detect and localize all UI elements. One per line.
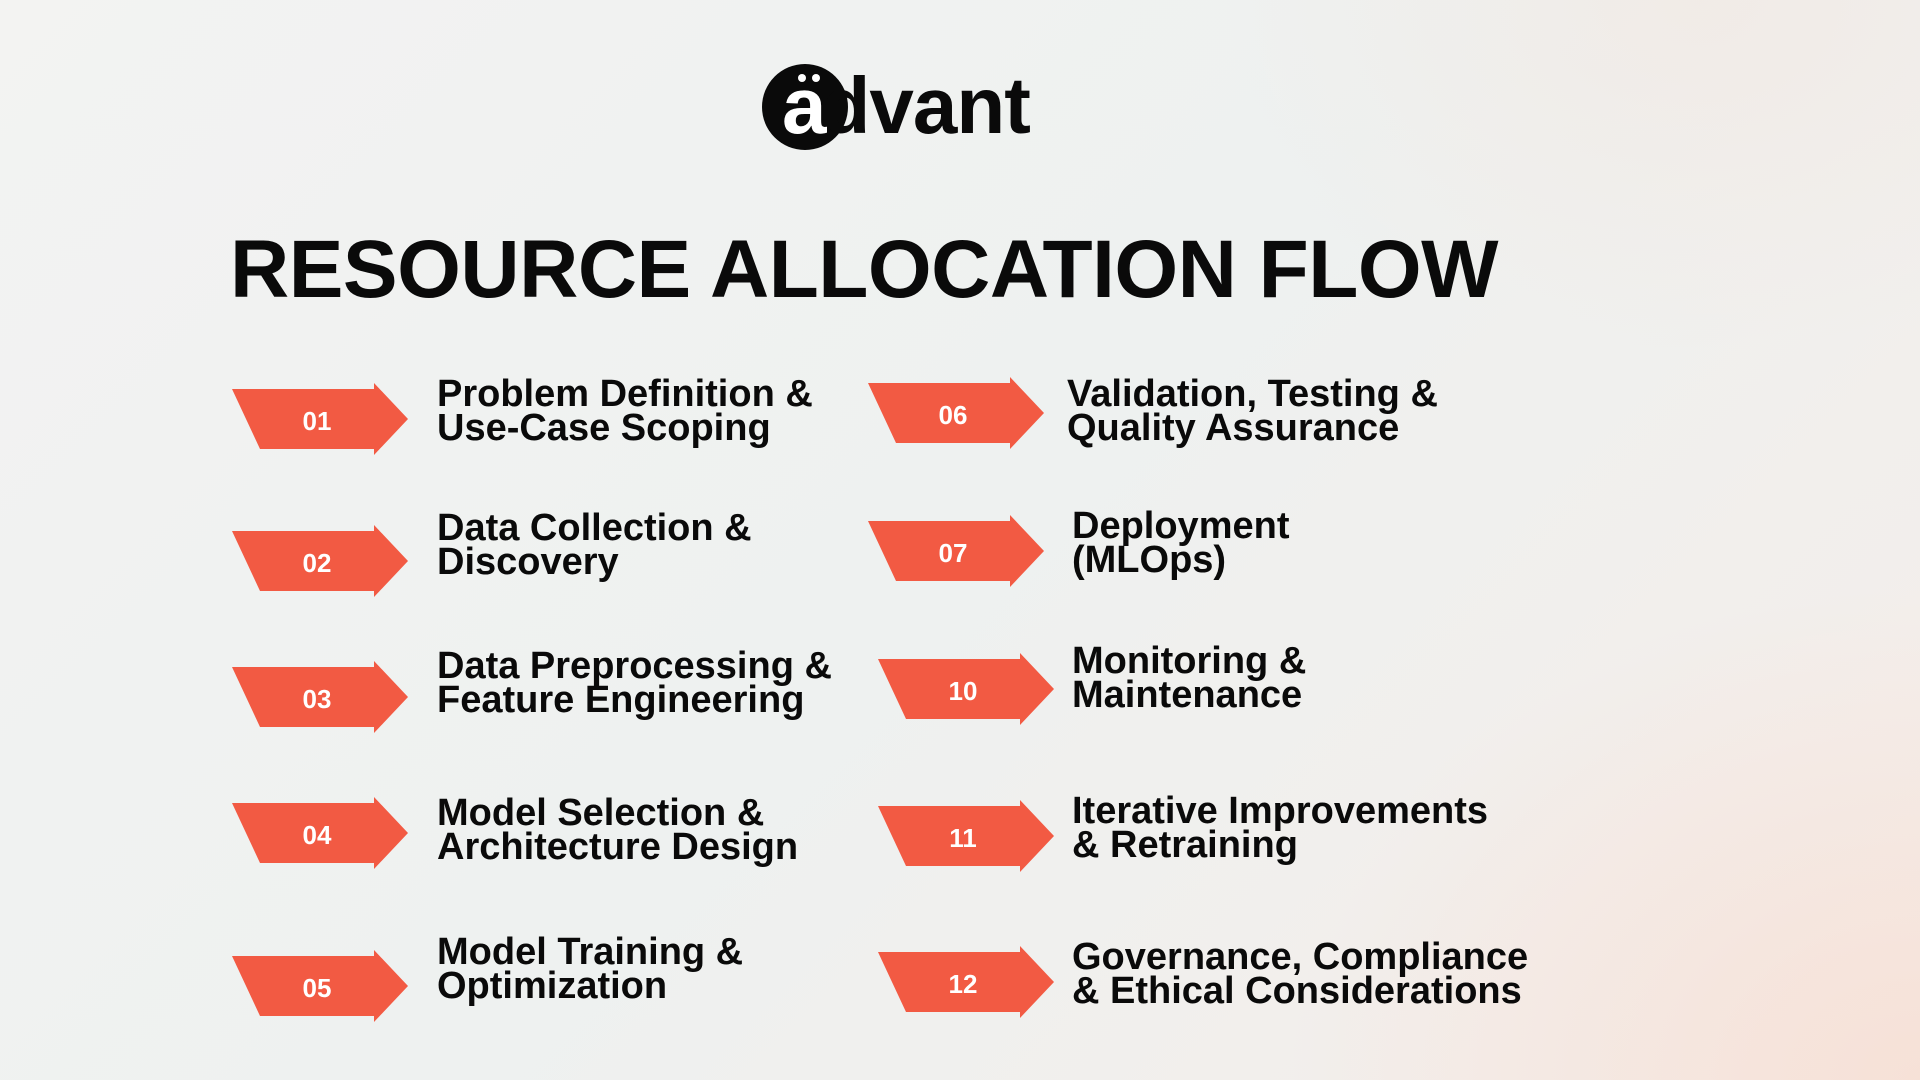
step-label-line-1: Deployment [1072,505,1290,547]
step-number: 06 [938,400,968,430]
step-label: Iterative Improvements& Retraining [1072,790,1489,866]
step-label-line-1: Data Collection & [437,507,752,549]
arrow-icon: 05 [232,950,412,1026]
arrow-icon: 01 [232,383,412,459]
step-label-line-2: Use-Case Scoping [437,407,771,449]
logo-wordmark: advant [782,61,1031,150]
step-label: Governance, Compliance& Ethical Consider… [1072,936,1529,1012]
step-label-line-1: Validation, Testing & [1067,373,1438,415]
step-label-line-2: Quality Assurance [1067,407,1400,449]
step-label-line-1: Monitoring & [1072,640,1307,682]
step-label-line-2: Feature Engineering [437,679,805,721]
arrow-icon: 11 [878,800,1058,876]
step-number: 12 [948,969,978,999]
step-label: Monitoring &Maintenance [1072,640,1307,716]
arrow-icon: 02 [232,525,412,601]
step-label-line-2: Maintenance [1072,674,1303,716]
arrow-icon: 04 [232,797,412,873]
step-label-line-1: Iterative Improvements [1072,790,1489,832]
step-label-line-2: (MLOps) [1072,539,1227,581]
arrow-icon: 03 [232,661,412,737]
step-label-line-1: Data Preprocessing & [437,645,832,687]
logo: advant [762,61,1062,152]
step-number: 02 [302,548,332,578]
step-label-line-1: Model Training & [437,931,744,973]
step-label-line-1: Governance, Compliance [1072,936,1529,978]
step-label: Model Training &Optimization [437,931,744,1007]
step-label: Data Collection &Discovery [437,507,752,583]
step-number: 07 [938,538,968,568]
step-label: Data Preprocessing &Feature Engineering [437,645,832,721]
logo-dots-icon [798,74,824,84]
step-label-line-2: Optimization [437,965,668,1007]
step-label: Model Selection &Architecture Design [437,792,799,868]
step-label: Validation, Testing &Quality Assurance [1067,373,1438,449]
page-title: RESOURCE ALLOCATION FLOW [230,224,1499,315]
step-number: 05 [302,973,332,1003]
step-number: 10 [948,676,978,706]
step-label-line-2: Architecture Design [437,826,799,868]
arrow-icon: 12 [878,946,1058,1022]
step-number: 01 [302,406,332,436]
step-number: 11 [949,823,977,853]
arrow-icon: 07 [868,515,1048,591]
arrow-icon: 06 [868,377,1048,453]
step-label-line-1: Problem Definition & [437,373,813,415]
step-label: Deployment(MLOps) [1072,505,1290,581]
step-label-line-2: Discovery [437,541,619,583]
step-label-line-2: & Retraining [1072,824,1298,866]
step-label-line-1: Model Selection & [437,792,765,834]
step-label-line-2: & Ethical Considerations [1072,970,1522,1012]
arrow-icon: 10 [878,653,1058,729]
step-number: 03 [302,684,332,714]
step-number: 04 [302,820,332,850]
step-label: Problem Definition &Use-Case Scoping [437,373,813,449]
